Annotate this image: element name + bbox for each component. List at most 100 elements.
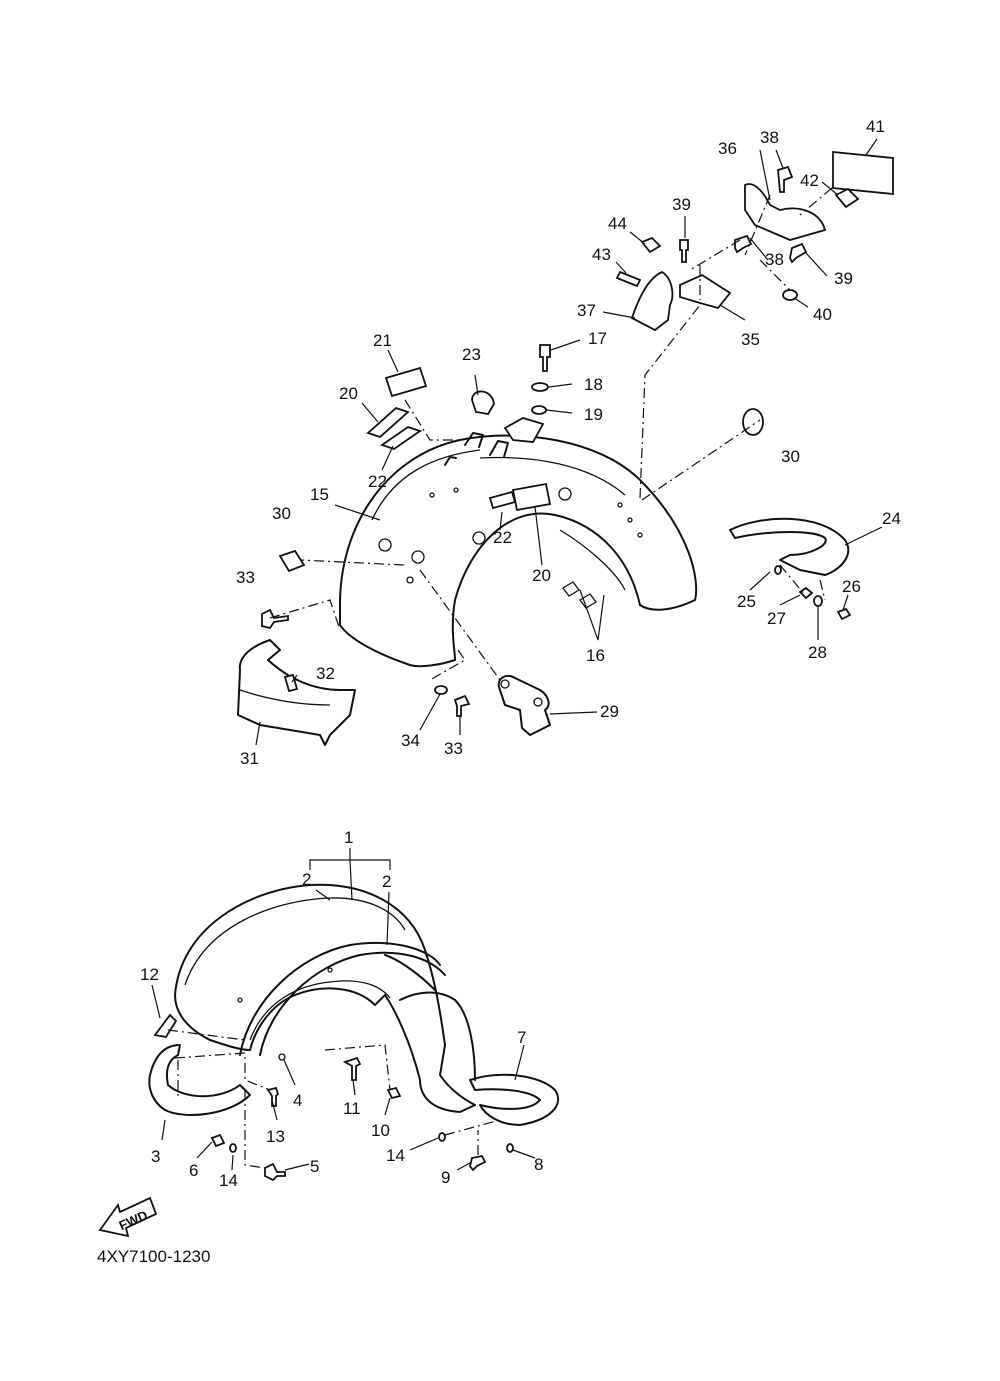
plate-41 bbox=[832, 151, 894, 195]
callout-2: 2 bbox=[302, 870, 311, 889]
reflector-pad-right-small bbox=[488, 490, 517, 510]
callout-13: 13 bbox=[266, 1127, 285, 1146]
front-fender-assembly: FWD bbox=[98, 848, 560, 1238]
callout-43: 43 bbox=[592, 245, 611, 264]
grommet-30-left bbox=[278, 549, 306, 573]
pad-21 bbox=[384, 366, 428, 398]
mount-hole bbox=[617, 502, 623, 508]
nut-44 bbox=[640, 236, 662, 254]
rail-3 bbox=[148, 1044, 251, 1116]
rear-fender-assembly bbox=[237, 138, 894, 746]
bolt-13 bbox=[266, 1086, 280, 1107]
callout-39: 39 bbox=[672, 195, 691, 214]
collar-43 bbox=[615, 270, 642, 288]
bolt-17 bbox=[539, 344, 551, 372]
front-fender-rail bbox=[239, 941, 441, 1056]
nut-6 bbox=[210, 1133, 226, 1148]
reflector-pad-right bbox=[511, 482, 552, 512]
mount-hole bbox=[378, 538, 392, 552]
mount-hole bbox=[429, 492, 435, 498]
mount-hole bbox=[411, 550, 425, 564]
nut-42 bbox=[834, 187, 860, 209]
callout-23: 23 bbox=[462, 345, 481, 364]
mount-hole bbox=[472, 531, 486, 545]
callout-12: 12 bbox=[140, 965, 159, 984]
callout-6: 6 bbox=[189, 1161, 198, 1180]
callout-22: 22 bbox=[493, 528, 512, 547]
callout-40: 40 bbox=[813, 305, 832, 324]
callout-38: 38 bbox=[765, 250, 784, 269]
callout-31: 31 bbox=[240, 749, 259, 768]
callout-22: 22 bbox=[368, 472, 387, 491]
mount-hole bbox=[453, 487, 459, 493]
callout-21: 21 bbox=[373, 331, 392, 350]
callout-19: 19 bbox=[584, 405, 603, 424]
bolt-5 bbox=[264, 1162, 286, 1182]
callout-15: 15 bbox=[310, 485, 329, 504]
callout-17: 17 bbox=[588, 329, 607, 348]
callout-14: 14 bbox=[219, 1171, 238, 1190]
callout-32: 32 bbox=[316, 664, 335, 683]
callout-2: 2 bbox=[382, 872, 391, 891]
callout-39: 39 bbox=[834, 269, 853, 288]
callout-38: 38 bbox=[760, 128, 779, 147]
bolt-39-right bbox=[789, 242, 808, 264]
bolt-38-top bbox=[777, 165, 794, 193]
callout-27: 27 bbox=[767, 609, 786, 628]
grommet-30-right bbox=[742, 408, 764, 436]
callout-20: 20 bbox=[339, 384, 358, 403]
stay-29 bbox=[497, 674, 551, 736]
pad-20-left bbox=[366, 406, 410, 439]
callout-11: 11 bbox=[343, 1099, 361, 1118]
mount-bracket bbox=[503, 417, 545, 443]
bolt-39-upper bbox=[679, 239, 689, 263]
bolt-11 bbox=[342, 1056, 362, 1081]
callout-3: 3 bbox=[151, 1147, 160, 1166]
callout-9: 9 bbox=[441, 1168, 450, 1187]
callout-26: 26 bbox=[842, 577, 861, 596]
callout-8: 8 bbox=[534, 1155, 543, 1174]
callout-42: 42 bbox=[800, 171, 819, 190]
callout-44: 44 bbox=[608, 214, 627, 233]
bolt-33-left bbox=[261, 608, 289, 630]
callout-30: 30 bbox=[781, 447, 800, 466]
callout-18: 18 bbox=[584, 375, 603, 394]
bolt-9 bbox=[469, 1154, 487, 1172]
callout-7: 7 bbox=[517, 1028, 526, 1047]
callout-41: 41 bbox=[866, 117, 885, 136]
mount-hole bbox=[406, 576, 414, 584]
nut-10 bbox=[386, 1086, 402, 1100]
mount-hole bbox=[637, 532, 643, 538]
bolt-38-mid bbox=[734, 234, 753, 254]
callout-20: 20 bbox=[532, 566, 551, 585]
rail-12 bbox=[153, 1013, 178, 1038]
callout-33: 33 bbox=[444, 739, 463, 758]
callout-16: 16 bbox=[586, 646, 605, 665]
mount-hole bbox=[558, 487, 572, 501]
callout-4: 4 bbox=[293, 1091, 302, 1110]
callout-30: 30 bbox=[272, 504, 291, 523]
bracket-37 bbox=[630, 270, 674, 332]
callout-25: 25 bbox=[737, 592, 756, 611]
callout-1: 1 bbox=[344, 828, 353, 847]
callout-35: 35 bbox=[741, 330, 760, 349]
front-fender-tip-7 bbox=[469, 1073, 560, 1126]
rear-reflector-plate bbox=[237, 639, 356, 746]
pad-22-left bbox=[380, 426, 422, 450]
bracket-35 bbox=[679, 273, 732, 310]
callout-14: 14 bbox=[386, 1146, 405, 1165]
clamp-23 bbox=[471, 390, 495, 415]
callout-36: 36 bbox=[718, 139, 737, 158]
callout-37: 37 bbox=[577, 301, 596, 320]
callout-24: 24 bbox=[882, 509, 901, 528]
side-rail-24 bbox=[729, 517, 850, 576]
callout-5: 5 bbox=[310, 1157, 319, 1176]
callout-29: 29 bbox=[600, 702, 619, 721]
callout-10: 10 bbox=[371, 1121, 390, 1140]
callout-28: 28 bbox=[808, 643, 827, 662]
rear-fender bbox=[339, 434, 698, 668]
stay-36 bbox=[744, 183, 827, 241]
forward-arrow-icon: FWD bbox=[98, 1196, 158, 1238]
